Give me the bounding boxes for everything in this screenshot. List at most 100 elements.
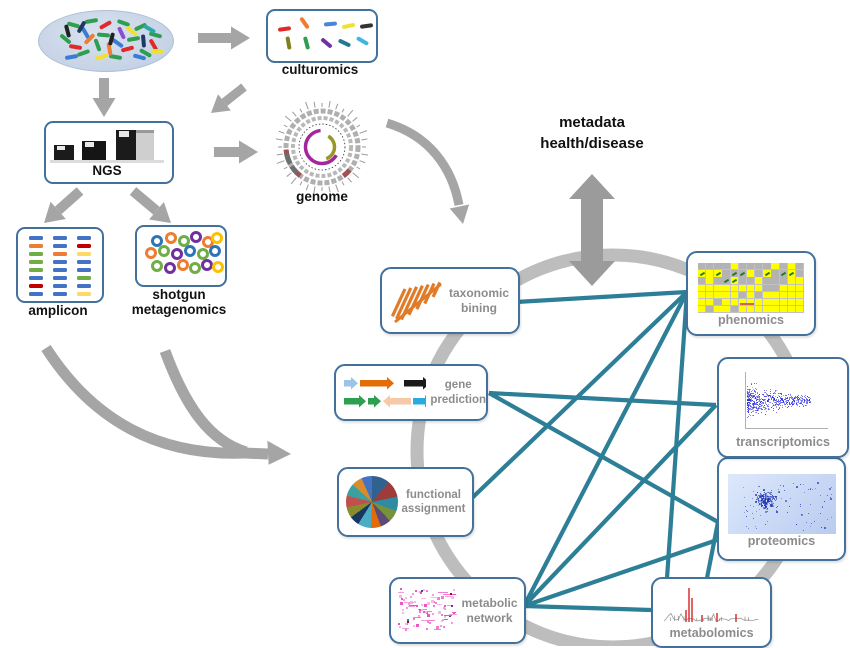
microplate-well	[706, 291, 714, 299]
microplate-well	[746, 305, 755, 313]
arrow-ngs-to-shotgun-head	[149, 201, 171, 223]
microplate-icon	[698, 263, 804, 314]
scatter-point	[752, 407, 754, 409]
scatter-point	[747, 408, 749, 410]
scatter-point	[763, 400, 765, 402]
scatter-point	[757, 408, 759, 410]
scatter-point	[805, 400, 807, 402]
network-node	[430, 597, 439, 599]
scatter-point	[779, 400, 781, 402]
scatter-point	[755, 402, 757, 404]
scatter-point	[790, 403, 792, 405]
scatter-point	[764, 403, 766, 405]
gel-spot	[763, 503, 766, 506]
gel-spot	[765, 493, 767, 495]
scatter-point	[797, 404, 799, 406]
gel-spot	[764, 505, 766, 507]
connector-line-metabolic-network-transcriptomics	[522, 403, 718, 608]
scatter-point	[798, 403, 800, 404]
gel-spot	[758, 495, 760, 497]
scatter-point	[771, 396, 773, 398]
scatter-point	[791, 399, 793, 401]
gene-arrow	[344, 376, 358, 389]
genome-ring-outer	[283, 108, 361, 186]
sequencer-part	[116, 130, 136, 160]
scatter-point	[753, 409, 755, 411]
scatter-point	[768, 394, 770, 396]
amplicon-label: amplicon	[28, 303, 88, 318]
scatter-point	[773, 398, 775, 400]
scatter-point	[751, 387, 753, 389]
scatter-point	[789, 402, 791, 403]
scatter-point	[806, 399, 808, 401]
scatter-point	[803, 402, 805, 404]
gel-spot	[774, 495, 776, 497]
scatter-point	[777, 403, 779, 405]
scatter-point	[802, 396, 804, 398]
scatter-point	[795, 397, 797, 399]
gel-spot	[772, 503, 774, 505]
scatter-point	[775, 396, 777, 398]
scatter-point	[761, 399, 763, 400]
gel-spot	[830, 494, 832, 496]
scatter-point	[747, 390, 748, 392]
scatter-point	[767, 396, 769, 398]
gel-spot	[766, 508, 768, 510]
scatter-point	[778, 396, 780, 398]
scatter-point	[780, 392, 781, 394]
scatter-point	[787, 397, 789, 399]
scatter-point	[792, 404, 794, 406]
metadata-line2: health/disease	[540, 135, 644, 152]
gene-arrow	[360, 376, 394, 389]
gene-arrows-icon	[344, 376, 427, 407]
microplate-well	[706, 277, 714, 284]
gel-spot	[745, 506, 747, 508]
scatter-point	[793, 403, 795, 405]
fragment-ring	[151, 260, 163, 272]
scatter-point	[759, 394, 761, 396]
scatter-point	[747, 405, 749, 407]
scatter-point	[750, 394, 752, 396]
gel-spot	[749, 505, 751, 507]
network-node	[425, 610, 428, 613]
gel-spot	[769, 495, 771, 497]
network-node	[410, 596, 413, 598]
scatter-point	[747, 405, 749, 407]
scatter-point	[766, 406, 768, 408]
scatter-point	[756, 397, 758, 399]
scatter-point	[808, 398, 810, 400]
network-node	[440, 596, 444, 600]
gel-spot	[772, 495, 774, 497]
scatter-point	[749, 388, 751, 390]
scatter-point	[747, 396, 749, 398]
scatter-point	[767, 406, 769, 408]
microplate-well	[787, 263, 796, 270]
gel-spot	[765, 506, 768, 509]
scatter-point	[753, 401, 755, 403]
network-node	[405, 622, 408, 625]
scatter-point	[757, 392, 759, 394]
gel-spot	[758, 486, 760, 488]
gel-spot	[761, 504, 763, 506]
scatter-point	[785, 401, 787, 403]
scatter-point	[747, 398, 749, 400]
network-node	[427, 613, 431, 617]
network-node	[404, 602, 414, 604]
scatter-point	[749, 398, 750, 400]
scatter-point	[768, 398, 770, 400]
scatter-point	[747, 397, 749, 399]
gel-spot	[770, 491, 772, 493]
gel-spot	[775, 506, 777, 508]
scatter-point	[772, 392, 774, 394]
scatter-point	[780, 396, 782, 398]
scatter-point	[773, 399, 775, 401]
scatter-point	[747, 395, 749, 397]
microplate-well	[795, 305, 804, 313]
shotgun-metagenomics-label: shotgun metagenomics	[124, 287, 234, 317]
network-node	[440, 625, 443, 628]
read-dash	[53, 260, 67, 264]
scatter-point	[751, 405, 753, 407]
scatter-point	[808, 400, 810, 402]
scatter-point	[792, 399, 794, 401]
network-node	[434, 629, 441, 631]
